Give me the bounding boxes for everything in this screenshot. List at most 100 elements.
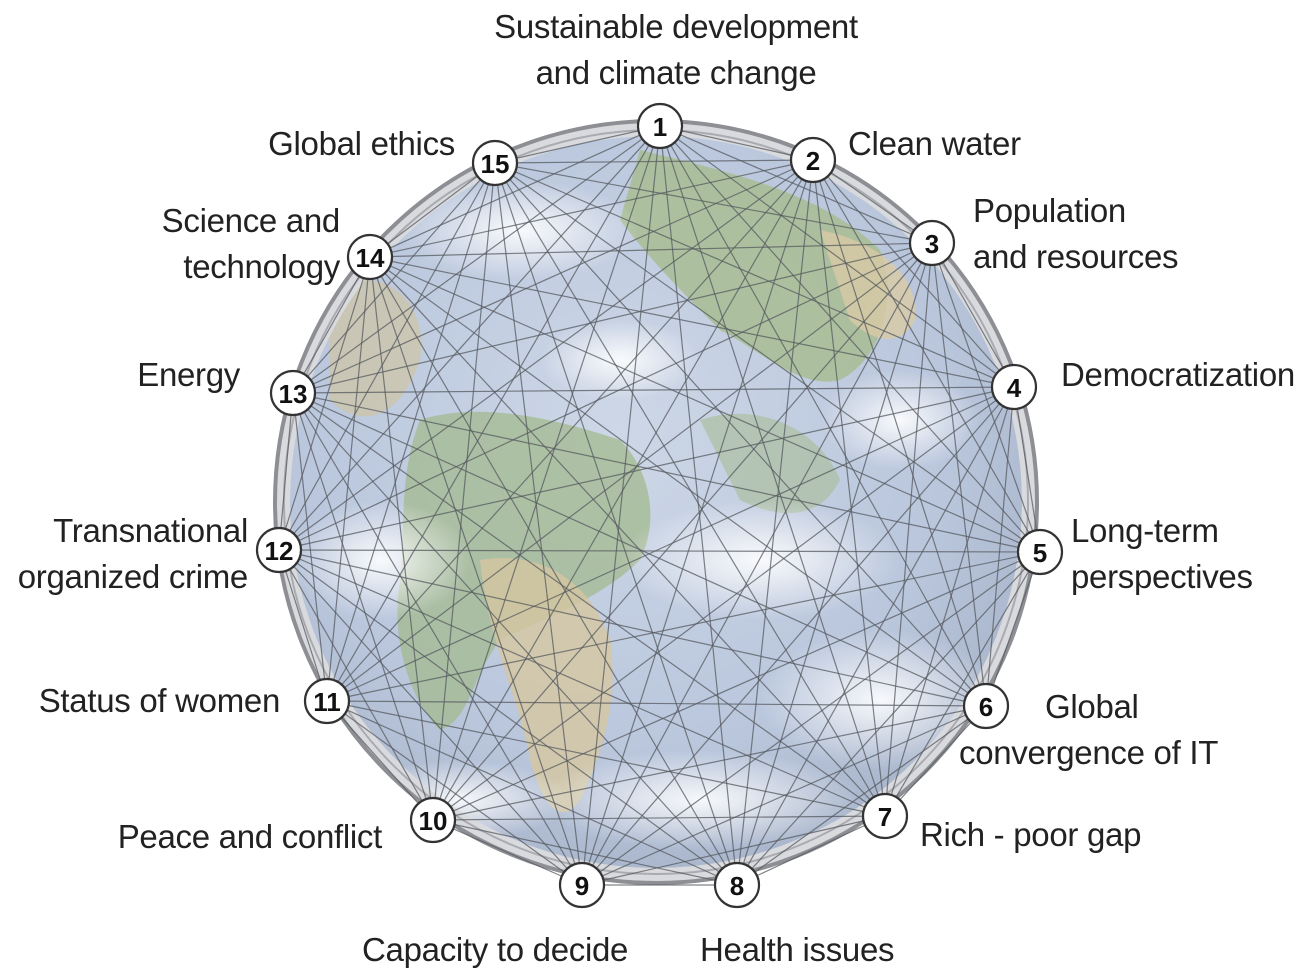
link-3-14 xyxy=(369,242,933,258)
link-2-12 xyxy=(278,159,814,551)
label-challenge-7: Rich - poor gap xyxy=(920,812,1141,858)
node-number-12: 12 xyxy=(265,536,294,566)
link-2-6 xyxy=(812,159,987,707)
link-11-14 xyxy=(326,256,371,702)
label-challenge-9: Capacity to decide xyxy=(362,927,628,973)
node-circle-13 xyxy=(269,369,317,417)
label-line: Long-term xyxy=(1071,512,1219,549)
label-line: Status of women xyxy=(38,682,281,719)
label-line: Transnational xyxy=(53,512,248,549)
node-11: 11 xyxy=(303,677,351,725)
link-10-13 xyxy=(292,392,434,821)
link-7-14 xyxy=(369,256,886,817)
node-1: 1 xyxy=(636,102,684,150)
link-8-10 xyxy=(432,819,738,886)
label-line: Capacity to decide xyxy=(362,931,629,968)
link-4-10 xyxy=(432,386,1015,821)
link-1-12 xyxy=(278,125,661,551)
link-5-15 xyxy=(494,162,1041,553)
node-7: 7 xyxy=(861,792,909,840)
link-1-7 xyxy=(659,125,886,817)
label-line: and climate change xyxy=(535,54,817,91)
link-3-7 xyxy=(884,242,933,817)
link-8-13 xyxy=(292,392,738,886)
link-6-11 xyxy=(326,700,987,707)
link-1-11 xyxy=(326,125,661,702)
link-10-14 xyxy=(369,256,434,821)
label-challenge-13: Energy xyxy=(137,352,240,398)
interconnection-lines xyxy=(278,125,1041,886)
node-number-8: 8 xyxy=(730,871,744,901)
link-2-3 xyxy=(812,159,933,244)
label-line: perspectives xyxy=(1071,558,1253,595)
node-circle-2 xyxy=(789,136,837,184)
link-1-13 xyxy=(292,125,661,394)
label-challenge-15: Global ethics xyxy=(268,121,455,167)
label-line: Population xyxy=(973,192,1126,229)
link-10-15 xyxy=(432,162,496,821)
link-14-15 xyxy=(369,162,496,258)
link-5-12 xyxy=(278,549,1041,553)
link-5-10 xyxy=(432,551,1041,821)
link-4-11 xyxy=(326,386,1015,702)
node-15: 15 xyxy=(471,139,519,187)
node-number-1: 1 xyxy=(653,112,667,142)
link-11-12 xyxy=(278,549,328,702)
link-4-6 xyxy=(985,386,1015,707)
link-1-15 xyxy=(494,125,661,164)
node-number-6: 6 xyxy=(979,692,993,722)
node-number-2: 2 xyxy=(806,146,820,176)
node-2: 2 xyxy=(789,136,837,184)
label-line: technology xyxy=(183,248,340,285)
node-6: 6 xyxy=(962,682,1010,730)
label-line: Rich - poor gap xyxy=(920,816,1142,853)
link-6-14 xyxy=(369,256,987,707)
node-circle-5 xyxy=(1016,528,1064,576)
node-circle-1 xyxy=(636,102,684,150)
link-9-12 xyxy=(278,549,583,886)
link-1-9 xyxy=(581,125,661,886)
node-number-14: 14 xyxy=(356,243,385,273)
link-12-15 xyxy=(278,162,496,551)
node-8: 8 xyxy=(713,861,761,909)
link-1-14 xyxy=(369,125,661,258)
link-2-15 xyxy=(494,159,814,164)
link-6-12 xyxy=(278,549,987,707)
link-2-7 xyxy=(812,159,886,817)
link-7-11 xyxy=(326,700,886,817)
link-2-9 xyxy=(581,159,814,886)
link-3-4 xyxy=(931,242,1015,388)
link-9-11 xyxy=(326,700,583,886)
link-5-6 xyxy=(985,551,1041,707)
link-4-9 xyxy=(581,386,1015,886)
link-6-10 xyxy=(432,705,987,821)
link-3-5 xyxy=(931,242,1041,553)
link-2-8 xyxy=(736,159,814,886)
node-number-5: 5 xyxy=(1033,538,1047,568)
link-8-14 xyxy=(369,256,738,886)
link-4-14 xyxy=(369,256,1015,388)
node-circle-15 xyxy=(471,139,519,187)
link-4-15 xyxy=(494,162,1015,388)
link-6-7 xyxy=(884,705,987,817)
link-11-15 xyxy=(326,162,496,702)
label-challenge-10: Peace and conflict xyxy=(117,814,383,860)
link-8-12 xyxy=(278,549,738,886)
link-1-5 xyxy=(659,125,1041,553)
label-line: Peace and conflict xyxy=(117,818,383,855)
label-line: Health issues xyxy=(700,931,895,968)
link-1-4 xyxy=(659,125,1015,388)
node-circle-10 xyxy=(409,796,457,844)
node-circle-7 xyxy=(861,792,909,840)
label-line: Global ethics xyxy=(268,125,455,162)
node-number-10: 10 xyxy=(419,806,448,836)
link-7-15 xyxy=(494,162,886,817)
link-10-11 xyxy=(326,700,434,821)
link-9-10 xyxy=(432,819,583,886)
label-line: and resources xyxy=(973,238,1179,275)
link-2-14 xyxy=(369,159,814,258)
